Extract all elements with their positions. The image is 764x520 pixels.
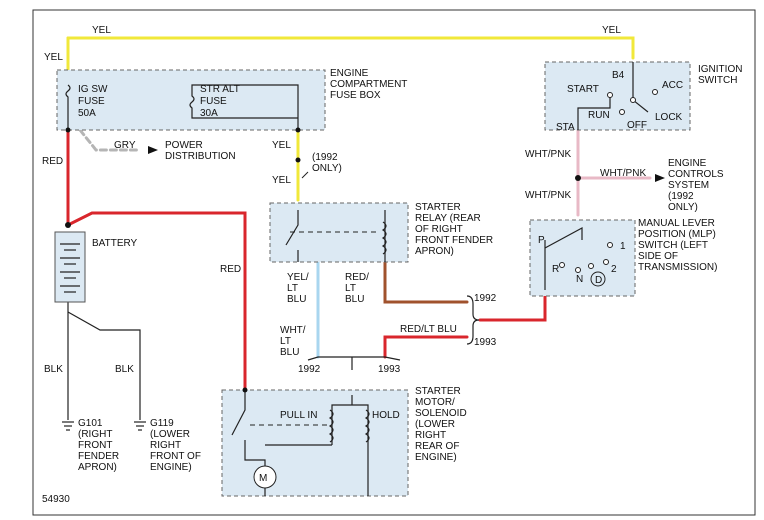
ignition-off-label: OFF bbox=[627, 120, 647, 131]
ignition-acc-label: ACC bbox=[662, 80, 683, 91]
fuse-50a-icon bbox=[65, 84, 71, 130]
figure-id: 54930 bbox=[42, 494, 70, 505]
ground-g101-icon bbox=[62, 421, 74, 431]
ignition-contact-icon bbox=[577, 62, 658, 130]
wht-pnk-label-top: WHT/PNK bbox=[525, 149, 571, 160]
ignition-lock-label: LOCK bbox=[655, 112, 683, 123]
red-label-left: RED bbox=[42, 156, 63, 167]
yel-label-fuse: YEL bbox=[272, 140, 291, 151]
ignition-switch-box bbox=[544, 61, 691, 131]
fuse-30a-amp-label: 30A bbox=[200, 108, 218, 119]
yel-label-left: YEL bbox=[44, 52, 63, 63]
ecs-arrow-icon bbox=[655, 174, 665, 182]
wht-pnk-label-branch: WHT/PNK bbox=[600, 168, 646, 179]
yel-wire-top bbox=[66, 36, 635, 60]
gry-label: GRY bbox=[114, 140, 136, 151]
year-1993-connector-label: 1993 bbox=[378, 364, 401, 375]
red-lt-blu-inline-label: RED/LT BLU bbox=[400, 324, 457, 335]
connector-brace-icon bbox=[307, 356, 401, 370]
mlp-r-label: R bbox=[552, 264, 559, 275]
battery-cells bbox=[60, 243, 80, 293]
red-lt-blu-1992-wire bbox=[383, 260, 469, 304]
year-1992-connector-label: 1992 bbox=[298, 364, 321, 375]
blk-wire-g119 bbox=[67, 311, 141, 420]
ignition-sta-label: STA bbox=[556, 122, 575, 133]
year-brace-icon bbox=[466, 295, 480, 345]
wht-pnk-label-bottom: WHT/PNK bbox=[525, 190, 571, 201]
mlp-p-label: P bbox=[538, 235, 545, 246]
gry-wire bbox=[78, 128, 142, 152]
fuse-50a-fuse-label: FUSE bbox=[78, 96, 105, 107]
ground-g119-icon bbox=[134, 421, 146, 431]
fuse-str-alt-label: STR ALT bbox=[200, 84, 240, 95]
battery-label: BATTERY bbox=[92, 238, 138, 249]
mlp-n-label: N bbox=[576, 274, 583, 285]
fuse-30a-icon bbox=[189, 84, 299, 130]
hold-label: HOLD bbox=[372, 410, 400, 421]
yel-label-right: YEL bbox=[602, 25, 621, 36]
mlp-2-label: 2 bbox=[611, 264, 617, 275]
starter-motor-box bbox=[221, 389, 409, 497]
motor-m-label: M bbox=[259, 473, 267, 484]
red-label-main: RED bbox=[220, 264, 241, 275]
red-lt-blu-1993-wire bbox=[383, 294, 547, 359]
starter-solenoid-icon bbox=[231, 390, 370, 496]
mlp-contact-icon bbox=[544, 226, 613, 290]
yel-label-top: YEL bbox=[92, 25, 111, 36]
fuse-box bbox=[56, 69, 326, 131]
blk-label-left: BLK bbox=[44, 364, 63, 375]
ignition-run-label: RUN bbox=[588, 110, 610, 121]
ignition-start-label: START bbox=[567, 84, 599, 95]
power-distribution-arrow-icon bbox=[148, 146, 158, 154]
connector-dots bbox=[65, 127, 581, 393]
fuse-ig-sw-label: IG SW bbox=[78, 84, 108, 95]
relay-contact-icon bbox=[285, 210, 387, 262]
mlp-1-label: 1 bbox=[620, 241, 626, 252]
mlp-d-label: D bbox=[595, 275, 602, 286]
fuse-50a-amp-label: 50A bbox=[78, 108, 96, 119]
fuse-30a-fuse-label: FUSE bbox=[200, 96, 227, 107]
yel-label-relay: YEL bbox=[272, 175, 291, 186]
year-1992-brace-label: 1992 bbox=[474, 293, 497, 304]
year-1993-brace-label: 1993 bbox=[474, 337, 497, 348]
blk-label-right: BLK bbox=[115, 364, 134, 375]
ignition-b4-label: B4 bbox=[612, 70, 625, 81]
pull-in-label: PULL IN bbox=[280, 410, 317, 421]
diagram-border bbox=[32, 9, 756, 516]
red-wire-starter bbox=[66, 211, 247, 392]
only-1992-leader-icon bbox=[301, 171, 309, 179]
